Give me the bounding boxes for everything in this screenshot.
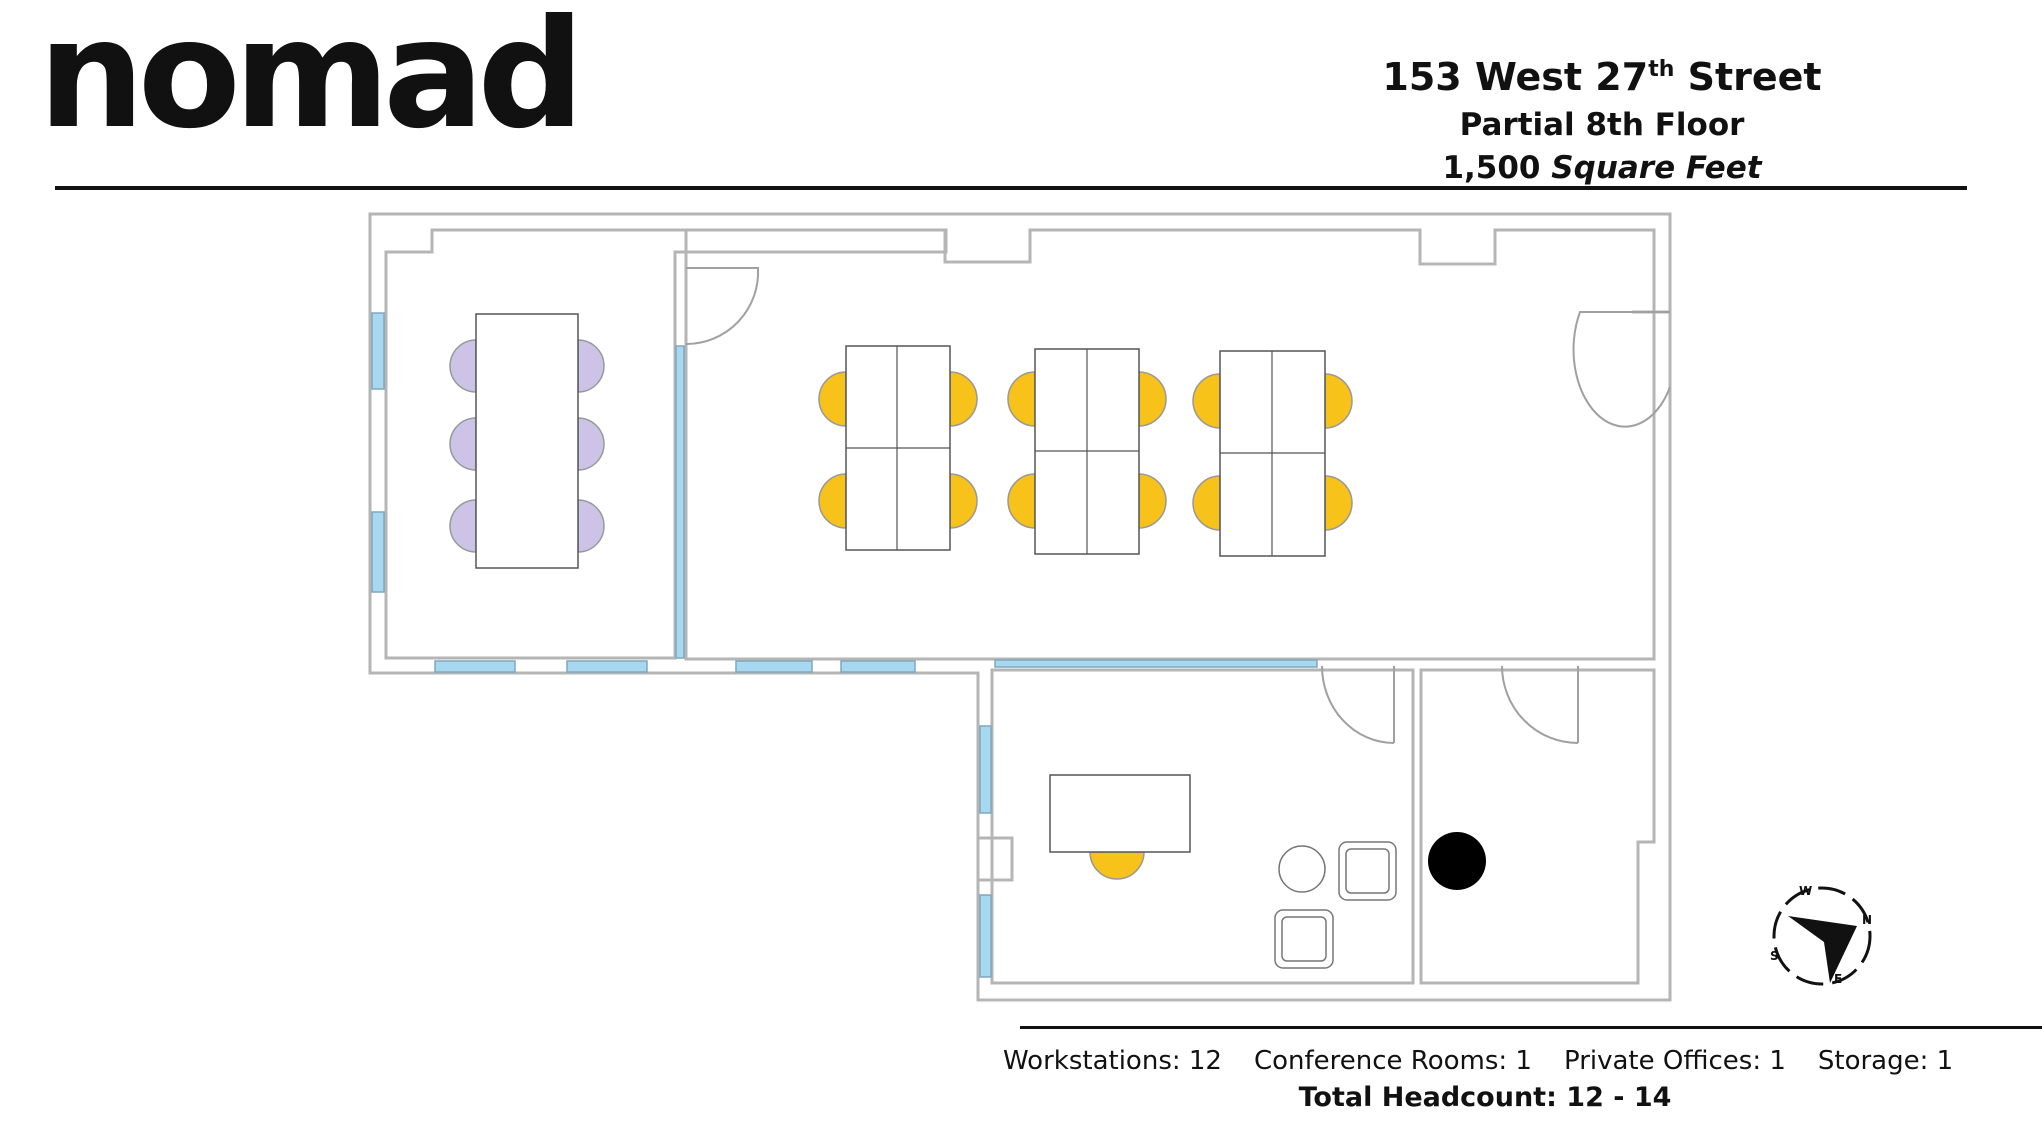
door-swings [685, 267, 1671, 744]
private-offices-count: Private Offices: 1 [1563, 1046, 1786, 1076]
property-address: 153 West 27th Street Partial 8th Floor 1… [1252, 44, 1952, 189]
private-office-furniture [1049, 774, 1397, 969]
workstations-count: Workstations: 12 [1003, 1046, 1222, 1076]
workstation-desks [818, 345, 1353, 557]
windows [371, 312, 1318, 978]
compass: W N S E [1770, 884, 1872, 986]
conference-room-furniture [449, 313, 605, 569]
conference-rooms-count: Conference Rooms: 1 [1253, 1046, 1532, 1076]
storage-fixture [1428, 832, 1486, 890]
compass-east-label: E [1834, 972, 1842, 986]
street-address: 153 West 27th Street [1382, 55, 1822, 99]
compass-north-label: N [1862, 913, 1872, 927]
space-stats: Workstations: 12 Conference Rooms: 1 Priva… [1003, 1046, 1953, 1076]
compass-west-label: W [1799, 884, 1812, 898]
floor-label: Partial 8th Floor [1459, 107, 1745, 143]
walls [368, 212, 1672, 1002]
total-headcount: Total Headcount: 12 - 14 [1298, 1082, 1672, 1113]
compass-south-label: S [1770, 949, 1779, 963]
header-divider [55, 186, 1967, 190]
nomad-logo: nomad [38, 0, 585, 162]
storage-count: Storage: 1 [1817, 1046, 1954, 1076]
footer-divider [1020, 1026, 2042, 1029]
area-label: 1,500 Square Feet [1442, 150, 1762, 186]
